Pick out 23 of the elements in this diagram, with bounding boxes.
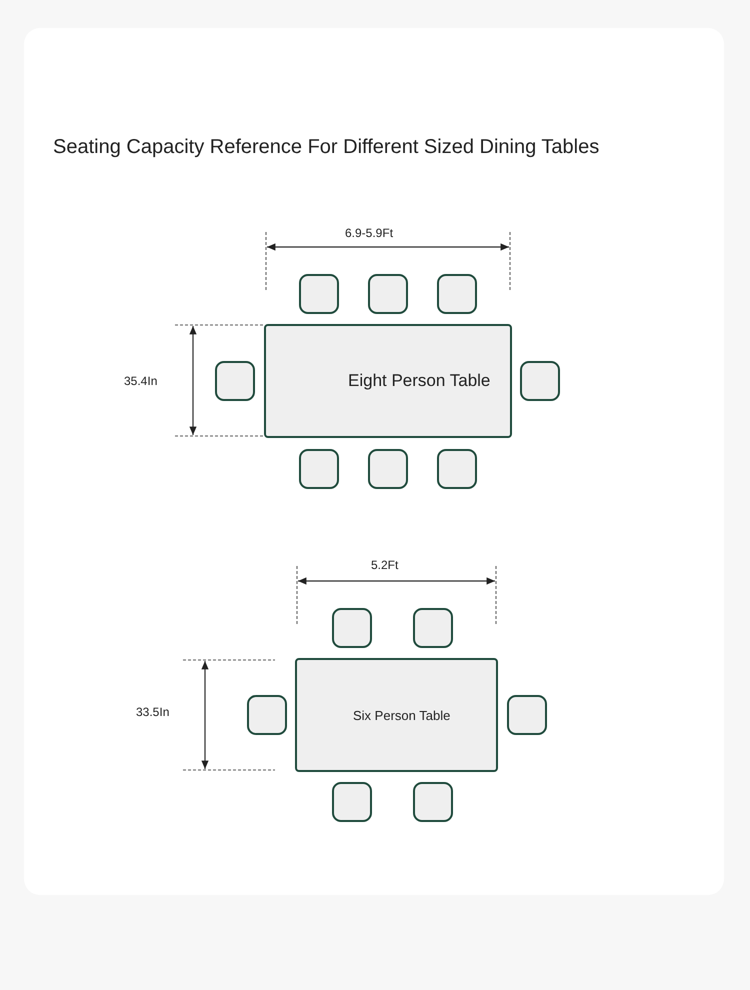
- title: Seating Capacity Reference For Different Sized Dining Tables: [53, 136, 600, 159]
- dimension-label: 5.2Ft: [371, 558, 398, 572]
- table-top: [295, 658, 498, 772]
- table-label: Six Person Table: [353, 708, 450, 722]
- chair: [437, 274, 477, 314]
- chair: [520, 361, 560, 401]
- chair: [413, 608, 453, 648]
- chair: [507, 695, 547, 735]
- chair: [413, 782, 453, 822]
- table-top: [264, 324, 512, 438]
- dimension-label: 33.5In: [136, 705, 170, 719]
- table-label: Eight Person Table: [348, 371, 490, 391]
- dimension-label: 6.9-5.9Ft: [345, 226, 394, 240]
- chair: [332, 782, 372, 822]
- chair: [299, 449, 339, 489]
- chair: [437, 449, 477, 489]
- chair: [368, 449, 408, 489]
- dimension-label: 35.4In: [124, 374, 158, 388]
- chair: [247, 695, 287, 735]
- chair: [368, 274, 408, 314]
- chair: [215, 361, 255, 401]
- chair: [332, 608, 372, 648]
- chair: [299, 274, 339, 314]
